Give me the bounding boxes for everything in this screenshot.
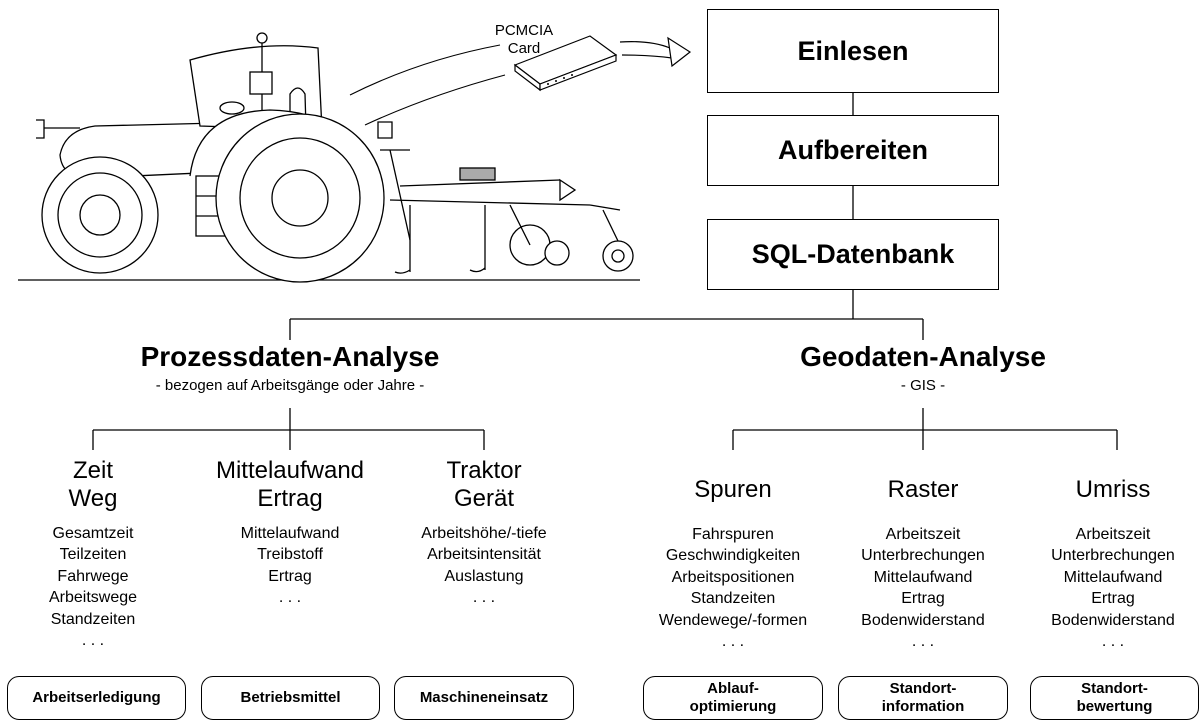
list-item: Ertrag bbox=[901, 590, 945, 608]
list-item: Mittelaufwand bbox=[240, 525, 340, 542]
result-standortinformation: Standort- information bbox=[838, 676, 1008, 720]
result-line: bewertung bbox=[1076, 698, 1153, 715]
pipeline-aufbereiten: Aufbereiten bbox=[707, 115, 999, 186]
pcmcia-card-icon bbox=[513, 35, 618, 92]
arrow-icon bbox=[619, 36, 692, 68]
list-item: . . . bbox=[721, 633, 745, 651]
pipeline-sql-datenbank: SQL-Datenbank bbox=[707, 219, 999, 290]
prozess-col-zeit: Zeit Weg Gesamtzeit Teilzeiten Fahrwege … bbox=[8, 457, 178, 651]
list-item: Arbeitszeit bbox=[1075, 526, 1151, 543]
result-line: optimierung bbox=[689, 698, 777, 715]
list-item: Teilzeiten bbox=[59, 546, 127, 564]
prozess-title: Prozessdaten-Analyse bbox=[140, 341, 440, 372]
list-item: Mittelaufwand bbox=[873, 568, 973, 586]
list-item: Bodenwiderstand bbox=[861, 611, 985, 629]
list-item: Arbeitszeit bbox=[885, 526, 961, 543]
geo-subtitle: - GIS - bbox=[900, 377, 946, 394]
list-item: . . . bbox=[472, 589, 496, 607]
col-heading: Gerät bbox=[453, 485, 515, 512]
list-item: . . . bbox=[911, 633, 935, 651]
list-item: . . . bbox=[1101, 633, 1125, 651]
col-heading: Zeit bbox=[72, 457, 113, 484]
geo-title: Geodaten-Analyse bbox=[800, 341, 1046, 372]
list-item: Treibstoff bbox=[257, 546, 323, 564]
col-heading: Weg bbox=[68, 485, 118, 512]
list-item: Fahrwege bbox=[57, 567, 129, 585]
list-item: Unterbrechungen bbox=[861, 547, 985, 565]
list-item: Unterbrechungen bbox=[1051, 547, 1175, 565]
prozess-col-traktor: Traktor Gerät Arbeitshöhe/-tiefe Arbeits… bbox=[394, 457, 574, 609]
list-item: Standzeiten bbox=[50, 610, 136, 628]
result-line: information bbox=[881, 698, 965, 715]
list-item: Arbeitswege bbox=[48, 589, 138, 607]
list-item: Wendewege/-formen bbox=[658, 611, 808, 629]
result-betriebsmittel: Betriebsmittel bbox=[201, 676, 380, 720]
card-label-line1: PCMCIA bbox=[494, 22, 554, 39]
col-heading: Spuren bbox=[694, 476, 772, 503]
result-arbeitserledigung: Arbeitserledigung bbox=[7, 676, 186, 720]
result-line: Standort- bbox=[889, 680, 957, 697]
col-heading: Ertrag bbox=[257, 485, 323, 512]
list-item: Arbeitspositionen bbox=[671, 568, 795, 586]
col-heading: Traktor bbox=[446, 457, 522, 484]
card-label-line2: Card bbox=[507, 40, 541, 57]
list-item: Geschwindigkeiten bbox=[665, 547, 801, 565]
tractor-illustration bbox=[18, 32, 640, 283]
data-flow-arcs bbox=[349, 44, 506, 126]
list-item: Bodenwiderstand bbox=[1051, 611, 1175, 629]
list-item: . . . bbox=[278, 589, 302, 607]
list-item: Ertrag bbox=[1091, 590, 1135, 608]
list-item: Ertrag bbox=[268, 567, 312, 585]
prozess-subtitle: - bezogen auf Arbeitsgänge oder Jahre - bbox=[155, 377, 425, 394]
result-line: Ablauf- bbox=[707, 680, 759, 697]
list-item: . . . bbox=[81, 632, 105, 650]
list-item: Fahrspuren bbox=[692, 526, 774, 543]
list-item: Gesamtzeit bbox=[52, 525, 134, 542]
card-label: PCMCIA Card bbox=[486, 22, 562, 58]
list-item: Standzeiten bbox=[690, 590, 776, 608]
geo-col-raster: Raster Arbeitszeit Unterbrechungen Mitte… bbox=[840, 476, 1006, 652]
list-item: Arbeitshöhe/-tiefe bbox=[421, 525, 547, 542]
list-item: Auslastung bbox=[444, 567, 524, 585]
result-ablaufoptimierung: Ablauf- optimierung bbox=[643, 676, 823, 720]
pipeline-einlesen: Einlesen bbox=[707, 9, 999, 93]
col-heading: Umriss bbox=[1075, 476, 1151, 503]
result-line: Standort- bbox=[1081, 680, 1148, 697]
geo-col-spuren: Spuren Fahrspuren Geschwindigkeiten Arbe… bbox=[628, 476, 838, 652]
result-maschineneinsatz: Maschineneinsatz bbox=[394, 676, 574, 720]
list-item: Arbeitsintensität bbox=[427, 546, 541, 564]
col-heading: Raster bbox=[887, 476, 959, 503]
col-heading: Mittelaufwand bbox=[215, 457, 365, 484]
prozess-col-mittelaufwand: Mittelaufwand Ertrag Mittelaufwand Treib… bbox=[190, 457, 390, 609]
geo-col-umriss: Umriss Arbeitszeit Unterbrechungen Mitte… bbox=[1030, 476, 1196, 652]
list-item: Mittelaufwand bbox=[1063, 568, 1163, 586]
result-standortbewertung: Standort- bewertung bbox=[1030, 676, 1199, 720]
